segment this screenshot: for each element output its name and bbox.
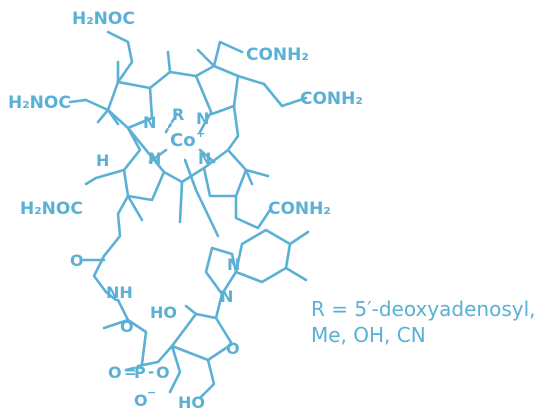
phosphate-dash-label: - [148, 363, 154, 381]
caption-line-1: R = 5′-deoxyadenosyl, [311, 297, 536, 321]
h2noc-label-top: H₂NOC [72, 9, 135, 29]
ester-oxygen-label: O [120, 317, 134, 336]
nitrogen-label-d: N [198, 149, 211, 168]
h2noc-label-lower-left: H₂NOC [20, 199, 83, 219]
benzimidazole-nitrogen-bottom-label: N [220, 287, 233, 306]
phosphate-equals-label: = [124, 363, 137, 381]
nitrogen-label-c: N [148, 149, 161, 168]
nitrogen-label-b: N [196, 109, 209, 128]
minus-charge-label: − [147, 386, 156, 399]
hydrogen-label: H [96, 151, 109, 170]
ribose-ring-oxygen-label: O [226, 339, 240, 358]
ribose-hydroxyl-label: HO [150, 303, 177, 322]
phosphate-oxygen-right-label: O [156, 363, 170, 382]
conh2-label-right: CONH₂ [300, 89, 363, 109]
cobalt-charge-label: + [196, 127, 205, 140]
ch2oh-label: HO [178, 393, 205, 412]
phosphorus-label: P [134, 363, 146, 382]
nitrogen-label-a: N [143, 113, 156, 132]
conh2-label-top: CONH₂ [246, 45, 309, 65]
h2noc-label-left: H₂NOC [8, 93, 71, 113]
benzimidazole-nitrogen-top-label: N [227, 255, 240, 274]
conh2-label-lower-right: CONH₂ [268, 199, 331, 219]
phosphate-double-oxygen-label: O [108, 363, 122, 382]
bonds [68, 30, 310, 400]
phosphate-oxygen-minus-label: O [134, 391, 148, 410]
r-group-label: R [172, 105, 184, 124]
nh-label: NH [106, 283, 133, 302]
cobalt-label: Co [170, 130, 196, 151]
caption-line-2: Me, OH, CN [311, 323, 426, 347]
r-group-caption: R = 5′-deoxyadenosyl, Me, OH, CN [311, 296, 535, 348]
amide-oxygen-label: O [70, 251, 84, 270]
